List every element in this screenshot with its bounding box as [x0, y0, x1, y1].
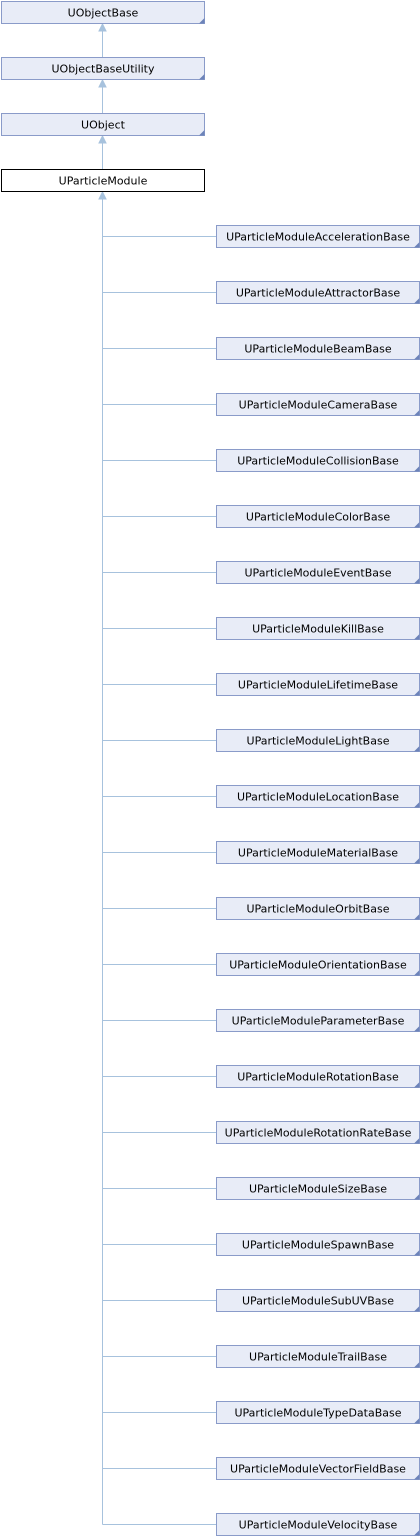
- class-node-u-particle-module-collision-base[interactable]: UParticleModuleCollisionBase: [216, 449, 420, 472]
- class-node-label: UParticleModuleAttractorBase: [236, 287, 401, 300]
- class-node-label: UParticleModuleTypeDataBase: [234, 1407, 401, 1420]
- link-corner-marker: [414, 634, 420, 640]
- class-node-label: UParticleModuleLifetimeBase: [238, 679, 398, 692]
- link-corner-marker: [414, 466, 420, 472]
- class-node-label: UParticleModuleKillBase: [252, 623, 384, 636]
- class-node-label: UParticleModuleBeamBase: [244, 343, 391, 356]
- class-node-box: [1, 113, 205, 136]
- inheritance-arrowhead: [98, 134, 107, 144]
- class-node-u-particle-module-kill-base[interactable]: UParticleModuleKillBase: [216, 617, 420, 640]
- link-corner-marker: [414, 1250, 420, 1256]
- class-node-label: UParticleModuleCollisionBase: [237, 455, 399, 468]
- class-node-label: UParticleModuleOrbitBase: [246, 903, 389, 916]
- link-corner-marker: [414, 1194, 420, 1200]
- class-node-u-object-base-utility[interactable]: UObjectBaseUtility: [1, 57, 205, 80]
- class-node-u-particle-module-material-base[interactable]: UParticleModuleMaterialBase: [216, 841, 420, 864]
- class-node-u-object-base[interactable]: UObjectBase: [1, 1, 205, 24]
- link-corner-marker: [414, 298, 420, 304]
- class-node-label: UParticleModuleSubUVBase: [242, 1295, 394, 1308]
- class-node-u-particle-module[interactable]: UParticleModule: [1, 169, 205, 192]
- class-node-label: UParticleModuleRotationRateBase: [225, 1127, 412, 1140]
- inheritance-arrowhead: [98, 22, 107, 32]
- class-node-u-particle-module-light-base[interactable]: UParticleModuleLightBase: [216, 729, 420, 752]
- inheritance-arrowhead: [98, 190, 107, 200]
- class-node-label: UParticleModuleEventBase: [245, 567, 392, 580]
- class-node-u-particle-module-color-base[interactable]: UParticleModuleColorBase: [216, 505, 420, 528]
- class-node-label: UParticleModuleColorBase: [246, 511, 390, 524]
- link-corner-marker: [414, 1026, 420, 1032]
- class-node-u-particle-module-attractor-base[interactable]: UParticleModuleAttractorBase: [216, 281, 420, 304]
- link-corner-marker: [414, 1138, 420, 1144]
- class-node-u-particle-module-rotation-base[interactable]: UParticleModuleRotationBase: [216, 1065, 420, 1088]
- class-node-label: UParticleModuleAccelerationBase: [226, 231, 410, 244]
- class-node-label: UParticleModuleMaterialBase: [238, 847, 398, 860]
- class-node-u-particle-module-orbit-base[interactable]: UParticleModuleOrbitBase: [216, 897, 420, 920]
- link-corner-marker: [199, 130, 205, 136]
- class-node-box: [1, 169, 205, 192]
- class-node-u-object[interactable]: UObject: [1, 113, 205, 136]
- class-node-label: UParticleModule: [59, 175, 148, 188]
- class-node-u-particle-module-rotation-rate-base[interactable]: UParticleModuleRotationRateBase: [216, 1121, 420, 1144]
- class-node-u-particle-module-camera-base[interactable]: UParticleModuleCameraBase: [216, 393, 420, 416]
- class-node-u-particle-module-trail-base[interactable]: UParticleModuleTrailBase: [216, 1345, 420, 1368]
- class-node-label: UParticleModuleLightBase: [247, 735, 390, 748]
- link-corner-marker: [414, 242, 420, 248]
- class-node-u-particle-module-location-base[interactable]: UParticleModuleLocationBase: [216, 785, 420, 808]
- link-corner-marker: [414, 858, 420, 864]
- class-node-label: UParticleModuleParameterBase: [232, 1015, 405, 1028]
- class-node-box: [1, 1, 205, 24]
- link-corner-marker: [414, 354, 420, 360]
- link-corner-marker: [414, 746, 420, 752]
- link-corner-marker: [414, 578, 420, 584]
- link-corner-marker: [414, 690, 420, 696]
- class-node-box: [1, 57, 205, 80]
- link-corner-marker: [414, 914, 420, 920]
- link-corner-marker: [414, 1306, 420, 1312]
- link-corner-marker: [414, 1362, 420, 1368]
- class-node-u-particle-module-event-base[interactable]: UParticleModuleEventBase: [216, 561, 420, 584]
- link-corner-marker: [414, 522, 420, 528]
- class-node-u-particle-module-orientation-base[interactable]: UParticleModuleOrientationBase: [216, 953, 420, 976]
- link-corner-marker: [199, 74, 205, 80]
- class-node-u-particle-module-acceleration-base[interactable]: UParticleModuleAccelerationBase: [216, 225, 420, 248]
- class-node-u-particle-module-velocity-base[interactable]: UParticleModuleVelocityBase: [216, 1513, 420, 1536]
- edges: [98, 22, 216, 1525]
- link-corner-marker: [414, 1082, 420, 1088]
- class-node-label: UParticleModuleLocationBase: [237, 791, 399, 804]
- class-node-label: UParticleModuleVectorFieldBase: [230, 1463, 406, 1476]
- link-corner-marker: [414, 970, 420, 976]
- class-node-label: UParticleModuleCameraBase: [239, 399, 398, 412]
- class-node-label: UObject: [81, 119, 126, 132]
- class-node-u-particle-module-lifetime-base[interactable]: UParticleModuleLifetimeBase: [216, 673, 420, 696]
- class-node-label: UParticleModuleOrientationBase: [229, 959, 407, 972]
- class-node-u-particle-module-spawn-base[interactable]: UParticleModuleSpawnBase: [216, 1233, 420, 1256]
- class-node-label: UParticleModuleRotationBase: [237, 1071, 399, 1084]
- class-node-label: UObjectBase: [68, 7, 139, 20]
- class-node-u-particle-module-parameter-base[interactable]: UParticleModuleParameterBase: [216, 1009, 420, 1032]
- class-node-label: UParticleModuleVelocityBase: [239, 1519, 398, 1532]
- class-node-label: UParticleModuleSizeBase: [249, 1183, 387, 1196]
- class-node-label: UParticleModuleTrailBase: [249, 1351, 387, 1364]
- inheritance-arrowhead: [98, 78, 107, 88]
- link-corner-marker: [414, 802, 420, 808]
- class-node-u-particle-module-sub-uv-base[interactable]: UParticleModuleSubUVBase: [216, 1289, 420, 1312]
- link-corner-marker: [414, 1418, 420, 1424]
- class-node-label: UParticleModuleSpawnBase: [242, 1239, 394, 1252]
- class-node-u-particle-module-type-data-base[interactable]: UParticleModuleTypeDataBase: [216, 1401, 420, 1424]
- class-node-u-particle-module-size-base[interactable]: UParticleModuleSizeBase: [216, 1177, 420, 1200]
- link-corner-marker: [414, 1474, 420, 1480]
- link-corner-marker: [414, 1530, 420, 1536]
- class-node-label: UObjectBaseUtility: [51, 63, 155, 76]
- link-corner-marker: [199, 18, 205, 24]
- class-node-u-particle-module-beam-base[interactable]: UParticleModuleBeamBase: [216, 337, 420, 360]
- link-corner-marker: [414, 410, 420, 416]
- class-node-u-particle-module-vector-field-base[interactable]: UParticleModuleVectorFieldBase: [216, 1457, 420, 1480]
